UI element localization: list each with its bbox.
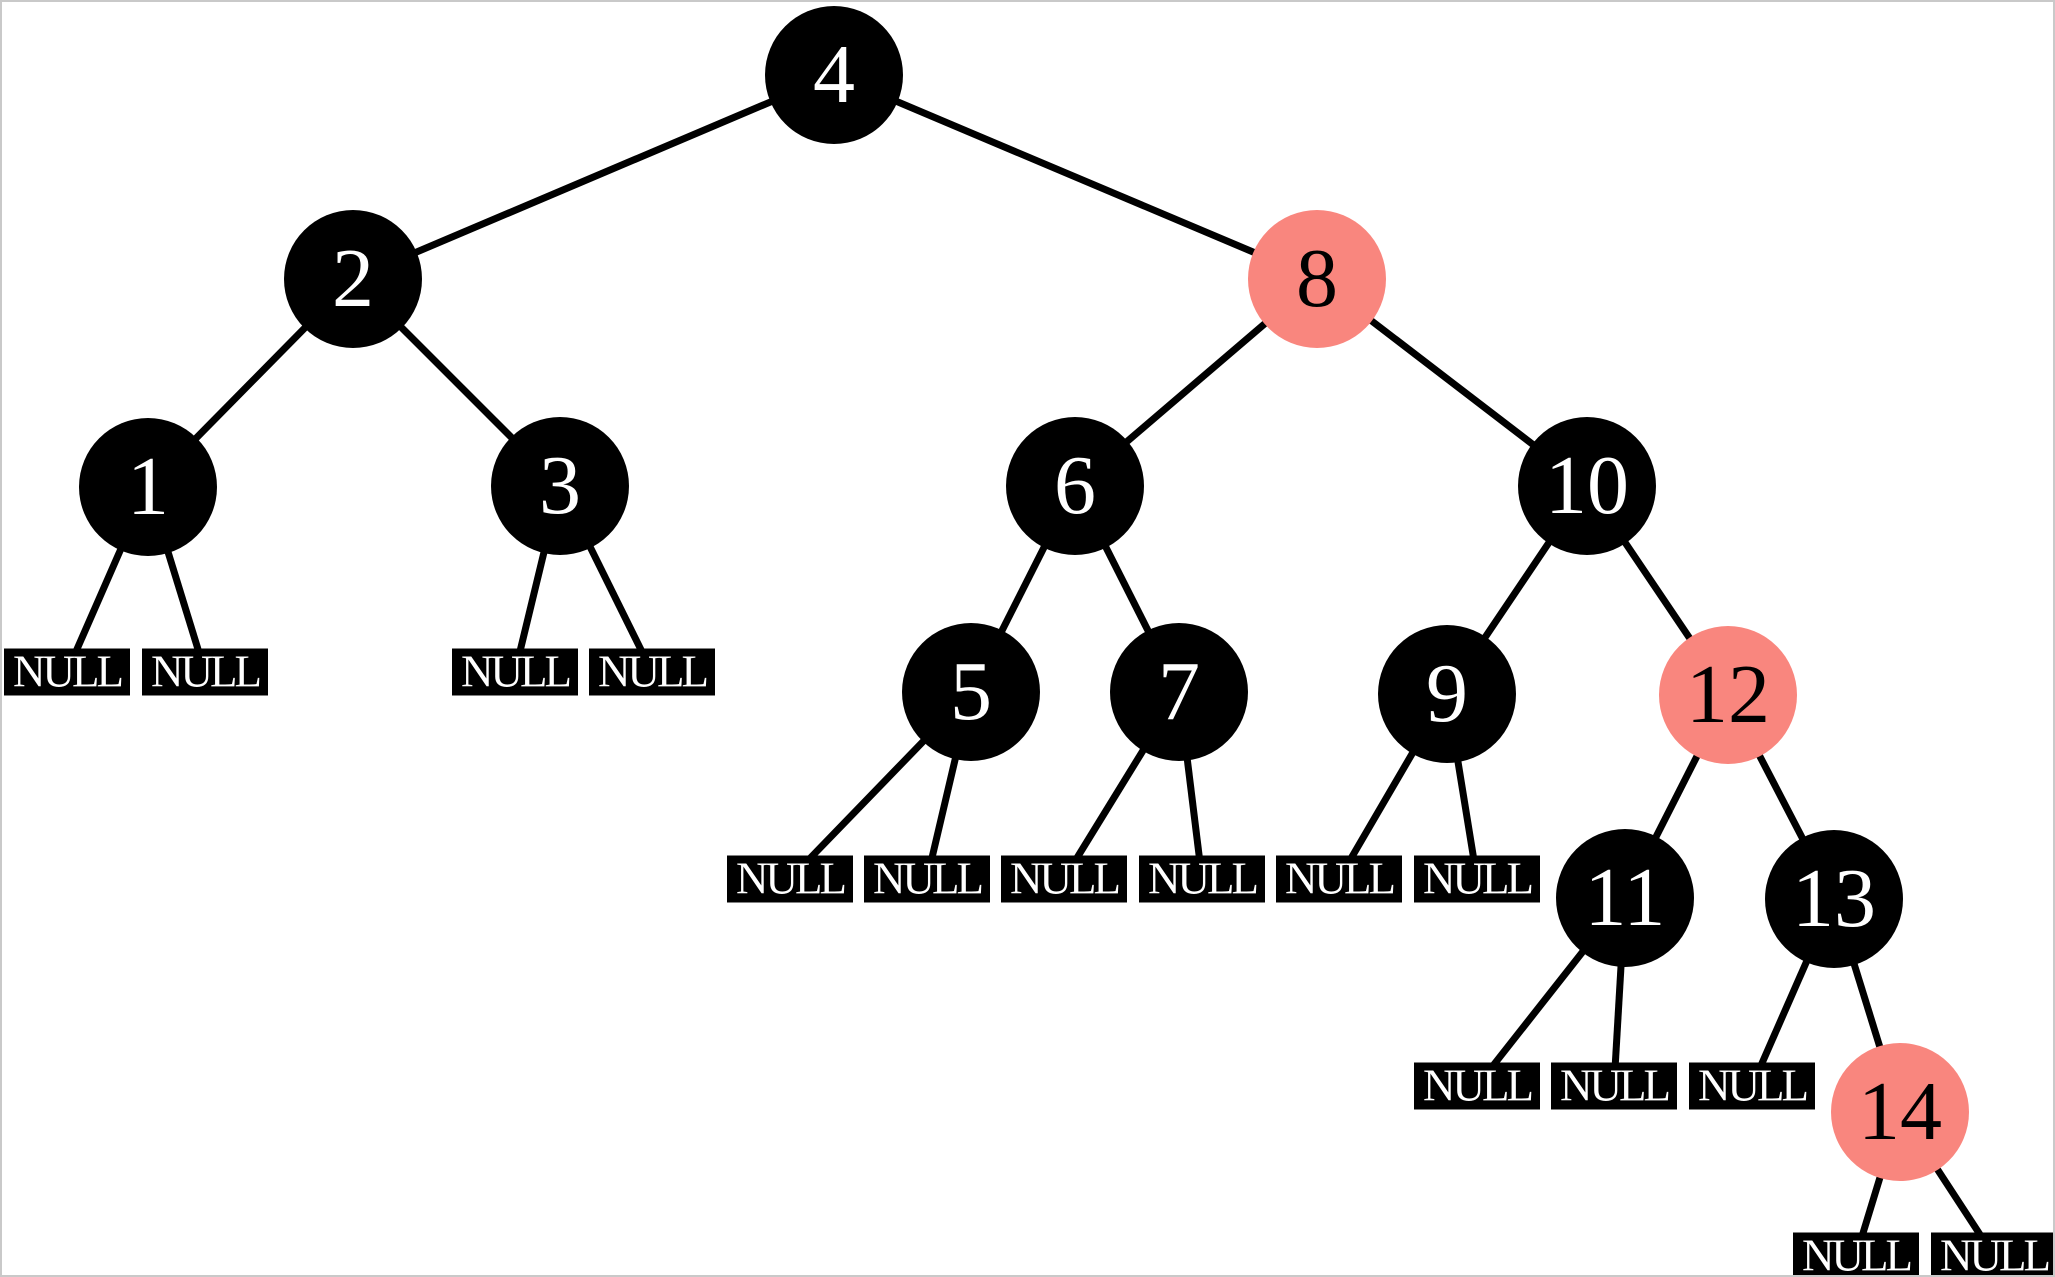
tree-node-9: 9 <box>1378 625 1516 763</box>
tree-edge-4-2 <box>351 71 836 283</box>
tree-node-label: 9 <box>1426 647 1468 740</box>
null-leaf-label: NULL <box>1148 853 1259 904</box>
null-leaf-label: NULL <box>13 646 124 697</box>
tree-node-10: 10 <box>1518 417 1656 555</box>
null-leaf-label: NULL <box>1010 853 1121 904</box>
tree-node-label: 1 <box>127 440 169 533</box>
null-14-left: NULL <box>1793 1230 1919 1277</box>
null-leaf-label: NULL <box>1285 853 1396 904</box>
null-11-right: NULL <box>1551 1060 1677 1111</box>
null-5-left: NULL <box>727 853 853 904</box>
tree-node-2: 2 <box>284 210 422 348</box>
null-11-left: NULL <box>1414 1060 1540 1111</box>
null-leaf-label: NULL <box>151 646 262 697</box>
tree-node-label: 12 <box>1686 648 1770 741</box>
tree-node-label: 4 <box>813 28 855 121</box>
null-9-left: NULL <box>1276 853 1402 904</box>
tree-node-5: 5 <box>902 623 1040 761</box>
tree-node-label: 11 <box>1584 851 1666 944</box>
tree-node-label: 7 <box>1158 645 1200 738</box>
null-leaf-label: NULL <box>1423 853 1534 904</box>
tree-node-label: 14 <box>1858 1065 1942 1158</box>
tree-node-label: 8 <box>1296 232 1338 325</box>
tree-node-6: 6 <box>1006 417 1144 555</box>
null-leaf-label: NULL <box>1560 1060 1671 1111</box>
null-leaf-label: NULL <box>1423 1060 1534 1111</box>
tree-node-label: 10 <box>1545 439 1629 532</box>
tree-node-7: 7 <box>1110 623 1248 761</box>
null-7-left: NULL <box>1001 853 1127 904</box>
null-1-left: NULL <box>4 646 130 697</box>
null-3-left: NULL <box>452 646 578 697</box>
tree-node-3: 3 <box>491 417 629 555</box>
null-leaf-label: NULL <box>736 853 847 904</box>
null-leaf-label: NULL <box>1802 1230 1913 1277</box>
tree-node-14: 14 <box>1831 1043 1969 1181</box>
null-leaf-label: NULL <box>1940 1230 2051 1277</box>
null-14-right: NULL <box>1931 1230 2053 1277</box>
null-9-right: NULL <box>1414 853 1540 904</box>
tree-node-1: 1 <box>79 418 217 556</box>
tree-node-label: 5 <box>950 645 992 738</box>
null-7-right: NULL <box>1139 853 1265 904</box>
tree-node-12: 12 <box>1659 626 1797 764</box>
null-leaf-label: NULL <box>461 646 572 697</box>
tree-node-label: 13 <box>1792 852 1876 945</box>
null-13-left: NULL <box>1689 1060 1815 1111</box>
null-1-right: NULL <box>142 646 268 697</box>
null-5-right: NULL <box>864 853 990 904</box>
tree-node-label: 3 <box>539 439 581 532</box>
tree-node-13: 13 <box>1765 830 1903 968</box>
null-leaf-label: NULL <box>1698 1060 1809 1111</box>
tree-node-label: 6 <box>1054 439 1096 532</box>
tree-edge-4-8 <box>832 71 1319 283</box>
tree-node-8: 8 <box>1248 210 1386 348</box>
tree-node-4: 4 <box>765 6 903 144</box>
tree-node-11: 11 <box>1556 829 1694 967</box>
null-leaf-label: NULL <box>873 853 984 904</box>
null-3-right: NULL <box>589 646 715 697</box>
tree-node-label: 2 <box>332 232 374 325</box>
null-leaf-label: NULL <box>598 646 709 697</box>
